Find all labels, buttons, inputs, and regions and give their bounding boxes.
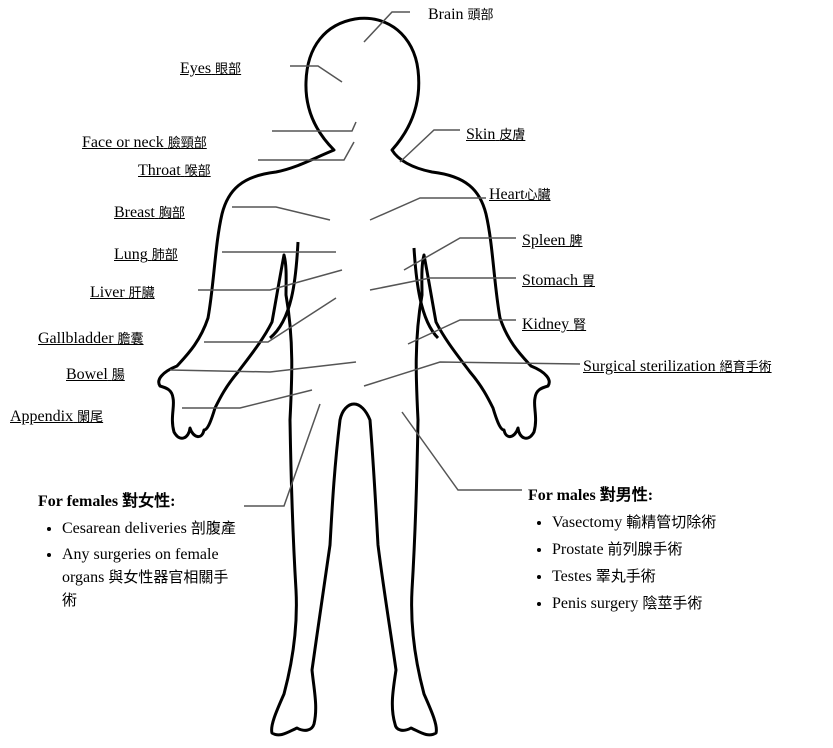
leader-skin bbox=[400, 130, 460, 162]
males-heading: For males 對男性: bbox=[528, 484, 828, 507]
list-item: Penis surgery 陰莖手術 bbox=[552, 592, 828, 615]
leader-gallbladder bbox=[204, 298, 336, 342]
females-group: For females 對女性: Cesarean deliveries 剖腹產… bbox=[38, 490, 238, 616]
leader-breast bbox=[232, 207, 330, 220]
label-liver: Liver 肝臟 bbox=[90, 284, 155, 303]
label-face-neck: Face or neck 臉頸部 bbox=[82, 134, 207, 153]
females-heading: For females 對女性: bbox=[38, 490, 238, 513]
females-list: Cesarean deliveries 剖腹產 Any surgeries on… bbox=[38, 517, 238, 612]
list-item: Cesarean deliveries 剖腹產 bbox=[62, 517, 238, 540]
males-list: Vasectomy 輸精管切除術 Prostate 前列腺手術 Testes 睪… bbox=[528, 511, 828, 615]
label-bowel: Bowel 腸 bbox=[66, 366, 125, 385]
list-item: Prostate 前列腺手術 bbox=[552, 538, 828, 561]
leader-bowel bbox=[170, 362, 356, 372]
list-item: Vasectomy 輸精管切除術 bbox=[552, 511, 828, 534]
label-breast: Breast 胸部 bbox=[114, 204, 185, 223]
label-surgical-sterilization: Surgical sterilization 絕育手術 bbox=[583, 358, 772, 377]
leader-females bbox=[244, 404, 320, 506]
label-spleen: Spleen 脾 bbox=[522, 232, 583, 251]
leader-liver bbox=[198, 270, 342, 290]
leader-throat bbox=[258, 142, 354, 160]
list-item: Any surgeries on female organs 與女性器官相關手術 bbox=[62, 544, 238, 612]
label-stomach: Stomach 胃 bbox=[522, 272, 595, 291]
label-skin: Skin 皮膚 bbox=[466, 126, 525, 145]
leader-kidney bbox=[408, 320, 516, 344]
list-item: Testes 睪丸手術 bbox=[552, 565, 828, 588]
males-group: For males 對男性: Vasectomy 輸精管切除術 Prostate… bbox=[528, 484, 828, 619]
label-appendix: Appendix 闌尾 bbox=[10, 408, 103, 427]
label-eyes: Eyes 眼部 bbox=[180, 60, 241, 79]
label-throat: Throat 喉部 bbox=[138, 162, 211, 181]
leader-heart bbox=[370, 198, 486, 220]
label-brain: Brain 頭部 bbox=[428, 6, 494, 25]
label-gallbladder: Gallbladder 膽囊 bbox=[38, 330, 144, 349]
leader-eyes bbox=[290, 66, 342, 82]
label-kidney: Kidney 腎 bbox=[522, 316, 586, 335]
label-lung: Lung 肺部 bbox=[114, 246, 178, 265]
label-heart: Heart心臟 bbox=[489, 186, 551, 205]
leader-spleen bbox=[404, 238, 516, 270]
leader-males bbox=[402, 412, 522, 490]
